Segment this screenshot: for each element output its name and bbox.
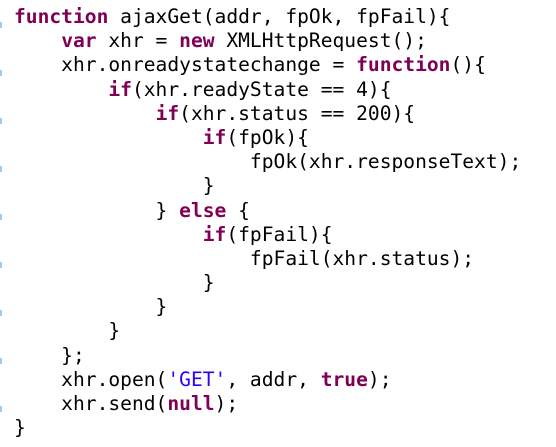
gutter-marker [0,406,2,412]
code-token: fpOk(xhr.responseText); [14,150,522,174]
code-token: { [226,198,250,222]
code-line: }; [14,344,521,368]
code-token: ajaxGet(addr, fpOk, fpFail){ [108,5,451,28]
code-token: (fpOk){ [226,125,309,149]
code-line: if(fpOk){ [14,126,521,150]
keyword-token: null [167,392,215,415]
code-token [14,29,61,52]
code-token: fpFail(xhr.status); [14,246,475,270]
keyword-token: if [202,125,227,149]
keyword-token: function [14,5,109,28]
code-line: if(fpFail){ [14,223,521,247]
code-token: xhr.onreadystatechange = [14,53,357,77]
code-line: fpOk(xhr.responseText); [14,150,521,174]
keyword-token: new [179,29,215,53]
code-token: (xhr.readyState == 4){ [131,77,392,101]
code-token: } [14,174,215,198]
code-token [14,102,156,125]
code-line: } else { [14,199,521,223]
keyword-token: else [179,198,227,222]
code-token: xhr.open( [14,367,168,391]
code-token: (fpFail){ [226,222,333,246]
code-line: xhr.open('GET', addr, true); [14,368,521,392]
code-token: xhr.send( [14,392,168,415]
code-line: if(xhr.readyState == 4){ [14,78,521,102]
gutter-marker [0,118,2,124]
keyword-token: if [108,77,132,101]
gutter-marker [0,166,2,172]
code-token: xhr = [96,29,180,53]
code-token: (){ [450,53,486,77]
code-line: xhr.onreadystatechange = function(){ [14,53,521,77]
code-token: XMLHttpRequest(); [214,29,427,53]
gutter-marker [0,70,2,76]
keyword-token: var [61,29,97,53]
gutter-marker [0,214,2,220]
string-token: 'GET' [167,367,227,391]
keyword-token: true [320,367,368,391]
code-token: ); [214,392,239,415]
code-line: xhr.send(null); [14,392,521,416]
code-token: , addr, [226,367,321,391]
code-token: } [14,198,180,222]
code-line: } [14,295,521,319]
code-block[interactable]: function ajaxGet(addr, fpOk, fpFail){ va… [14,5,521,440]
gutter-marker [0,358,2,364]
gutter-marker [0,310,2,316]
gutter-marker [0,22,2,28]
keyword-token: if [202,222,227,246]
code-token [14,78,108,101]
code-line: fpFail(xhr.status); [14,247,521,271]
code-token: } [14,271,215,295]
code-line: } [14,271,521,295]
code-token [14,126,203,149]
code-line: function ajaxGet(addr, fpOk, fpFail){ [14,5,521,29]
code-token: (xhr.status == 200){ [179,101,416,125]
keyword-token: function [356,53,451,77]
code-line: var xhr = new XMLHttpRequest(); [14,29,521,53]
keyword-token: if [155,101,180,125]
code-line: if(xhr.status == 200){ [14,102,521,126]
code-token: ); [367,367,392,391]
code-token: }; [14,343,85,367]
gutter-marker [0,262,2,268]
code-token: } [14,295,168,319]
code-line: } [14,174,521,198]
code-token: } [14,416,26,440]
code-line: } [14,416,521,440]
code-token [14,223,203,246]
code-token: } [14,319,121,343]
code-line: } [14,319,521,343]
